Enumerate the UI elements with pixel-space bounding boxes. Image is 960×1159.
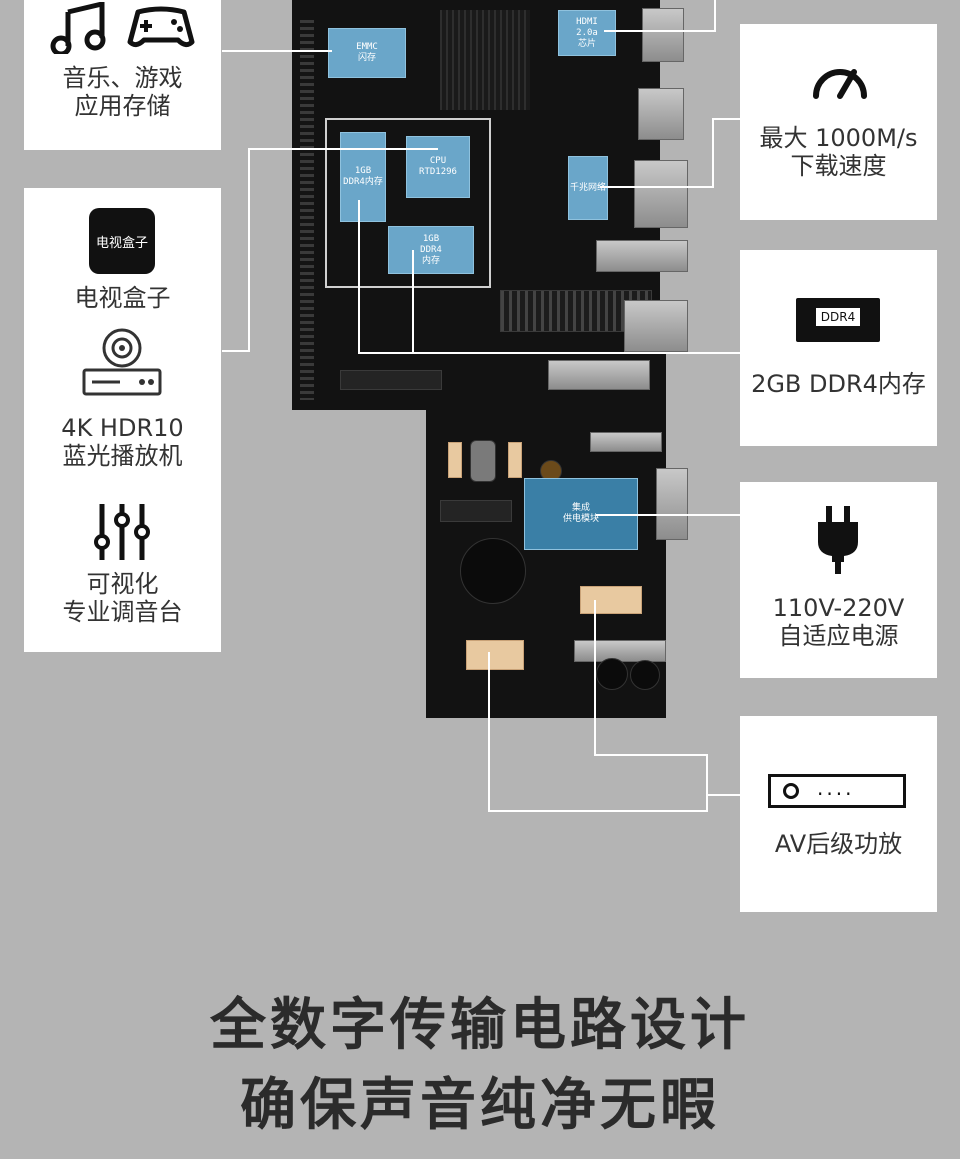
devices-card: 电视盒子 电视盒子 4K HDR10 蓝光播放机 可视化 专业调音台 (24, 188, 221, 652)
connector-line (594, 600, 596, 756)
board-trace (300, 20, 314, 400)
chip-ddr-right: 1GB DDR4 内存 (388, 226, 474, 274)
connector-line (604, 30, 716, 32)
amplifier-card: .... AV后级功放 (740, 716, 937, 912)
connector-line (222, 50, 332, 52)
connector (624, 300, 688, 352)
connector-line (358, 352, 740, 354)
connector-line (706, 794, 740, 796)
connector (596, 240, 688, 272)
capacitor (630, 660, 660, 690)
connector-line (248, 148, 250, 352)
board-slot (340, 370, 442, 390)
connector-line (488, 810, 708, 812)
av-amplifier-icon: .... (768, 774, 906, 808)
memory-card: DDR4 2GB DDR4内存 (740, 250, 937, 446)
amplifier-label: AV后级功放 (774, 830, 903, 858)
capacitor (596, 658, 628, 690)
connector (642, 8, 684, 62)
connector-line (714, 0, 716, 32)
connector-line (222, 350, 248, 352)
speedometer-icon (810, 60, 870, 100)
board-slot (440, 500, 512, 522)
mixer-label: 可视化 专业调音台 (62, 570, 183, 626)
mixer-sliders-icon (94, 502, 150, 562)
media-storage-card: 音乐、游戏 应用存储 (24, 0, 221, 150)
connector-line (712, 118, 714, 188)
tv-box-icon: 电视盒子 (89, 208, 155, 274)
speed-label: 最大 1000M/s 下载速度 (759, 124, 918, 180)
tv-box-label: 电视盒子 (74, 284, 171, 312)
inductor-pad (580, 586, 642, 614)
ddr4-memory-icon: DDR4 (796, 298, 880, 342)
speed-card: 最大 1000M/s 下载速度 (740, 24, 937, 220)
power-plug-icon (816, 504, 860, 576)
bluray-player-icon (80, 328, 164, 400)
connector-line (600, 186, 714, 188)
chip-ethernet: 千兆网络 (568, 156, 608, 220)
connector-line (594, 754, 708, 756)
connector-line (412, 250, 414, 354)
ddr4-memory-icon-label: DDR4 (816, 308, 860, 326)
chip-ddr-left: 1GB DDR4内存 (340, 132, 386, 222)
chip-hdmi: HDMI 2.0a 芯片 (558, 10, 616, 56)
connector-line (596, 514, 740, 516)
connector-line (248, 148, 438, 150)
connector-line (488, 652, 490, 812)
power-label: 110V-220V 自适应电源 (772, 594, 905, 650)
bracket (590, 432, 662, 452)
inductor-pad (466, 640, 524, 670)
gamepad-icon (126, 4, 196, 50)
headline-line-1: 全数字传输电路设计 (210, 993, 750, 1058)
power-card: 110V-220V 自适应电源 (740, 482, 937, 678)
headline-line-2: 确保声音纯净无暇 (240, 1073, 720, 1138)
connector-line (712, 118, 740, 120)
tv-box-icon-text: 电视盒子 (95, 235, 148, 251)
connector-line (358, 200, 360, 354)
chip-cpu: CPU RTD1296 (406, 136, 470, 198)
ethernet-port (634, 160, 688, 228)
connector-line (706, 754, 708, 810)
bracket (574, 640, 666, 662)
pad (448, 442, 462, 478)
amplifier-dots: .... (817, 776, 855, 800)
memory-label: 2GB DDR4内存 (751, 370, 926, 398)
pad (508, 442, 522, 478)
processor-outline (325, 118, 491, 288)
connector (656, 468, 688, 540)
chip-emmc: EMMC 闪存 (328, 28, 406, 78)
connector (638, 88, 684, 140)
capacitor (460, 538, 526, 604)
board-trace (440, 10, 530, 110)
bluray-player-label: 4K HDR10 蓝光播放机 (61, 414, 184, 470)
capacitor (470, 440, 496, 482)
bracket (548, 360, 650, 390)
amplifier-knob (783, 783, 799, 799)
media-storage-label: 音乐、游戏 应用存储 (62, 64, 183, 120)
music-note-icon (50, 0, 110, 57)
